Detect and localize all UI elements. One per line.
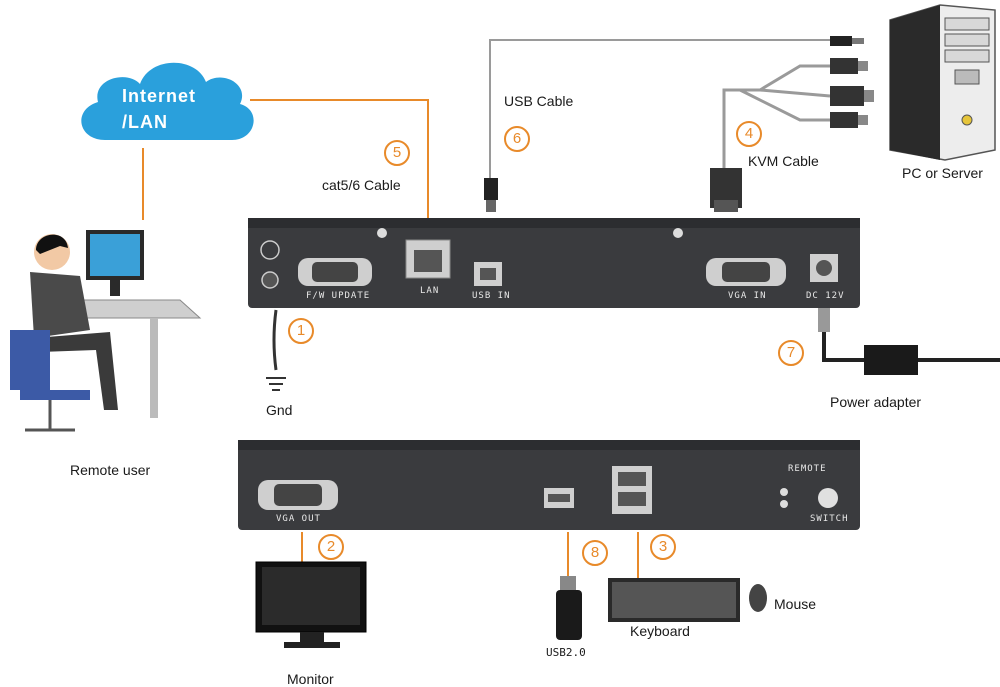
cat-cable-label: cat5/6 Cable [322,177,401,193]
kvm-transmitter-body [248,218,860,308]
step-3-badge: 3 [650,534,676,560]
step-4-badge: 4 [736,121,762,147]
step-1-badge: 1 [288,318,314,344]
internet-cloud [81,62,254,140]
kvm-receiver-body [238,440,860,530]
monitor-label: Monitor [287,671,334,687]
usb-plug-top [484,36,864,212]
gnd-label: Gnd [266,402,293,418]
step-5-badge: 5 [384,140,410,166]
kvm-cable [722,64,831,170]
kvm-connectors [710,58,874,212]
remote-user-illustration [10,230,202,432]
lan-port-label: LAN [420,286,440,296]
cloud-label-line1: Internet [122,86,197,106]
switch-label: SWITCH [810,514,849,524]
step-6-badge: 6 [504,126,530,152]
vga-in-port-label: VGA IN [728,291,767,301]
pc-server-label: PC or Server [902,165,983,181]
usb-cable [489,39,830,180]
keyboard-label: Keyboard [630,623,690,639]
usb-stick [556,576,582,640]
remote-label: REMOTE [788,464,827,474]
mouse-label: Mouse [774,596,817,612]
mouse-device [749,584,767,612]
ground-wire [266,309,286,391]
pc-tower [889,4,996,161]
usb-cable-label: USB Cable [504,93,574,109]
monitor-device [255,561,367,648]
lan-cable-line [250,99,429,242]
step-7-badge: 7 [778,340,804,366]
keyboard-device [608,578,740,622]
remote-user-label: Remote user [70,462,151,478]
power-adapter-label: Power adapter [830,394,922,410]
usb-in-port-label: USB IN [472,291,511,301]
fw-update-port-label: F/W UPDATE [306,291,371,301]
step-2-badge: 2 [318,534,344,560]
cloud-label-line2: /LAN [122,112,168,132]
power-adapter [818,308,1000,375]
step-8-badge: 8 [582,540,608,566]
connection-lines [142,99,639,578]
usb20-label: USB2.0 [546,646,586,659]
vga-out-port-label: VGA OUT [276,514,321,524]
dc12v-port-label: DC 12V [806,291,845,301]
kvm-cable-label: KVM Cable [748,153,819,169]
